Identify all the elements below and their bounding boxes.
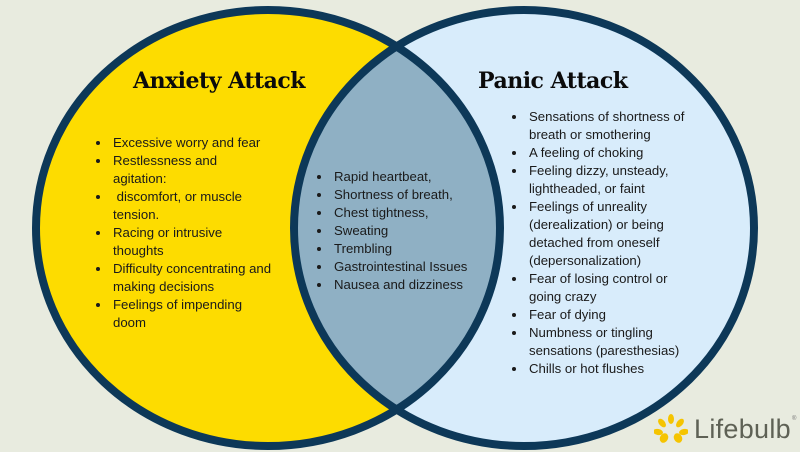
- list-item: discomfort, or muscle tension.: [111, 188, 283, 224]
- shared-list: Rapid heartbeat, Shortness of breath, Ch…: [316, 168, 512, 294]
- anxiety-list: Excessive worry and fear Restlessness an…: [95, 134, 301, 332]
- anxiety-circle-outline: [32, 6, 504, 450]
- list-item: Feelings of impending doom: [111, 296, 273, 332]
- panic-title: Panic Attack: [478, 68, 628, 94]
- list-item: Fear of dying: [527, 306, 717, 324]
- registered-mark: ®: [792, 416, 797, 422]
- anxiety-title: Anxiety Attack: [133, 68, 306, 94]
- list-item: Numbness or tingling sensations (paresth…: [527, 324, 717, 360]
- list-item: Chest tightness,: [332, 204, 512, 222]
- list-item: Difficulty concentrating and making deci…: [111, 260, 283, 296]
- list-item: Feelings of unreality (derealization) or…: [527, 198, 699, 270]
- list-item: Rapid heartbeat,: [332, 168, 512, 186]
- list-item: Racing or intrusive thoughts: [111, 224, 253, 260]
- panic-circle-outline: [290, 6, 758, 450]
- list-item: Feeling dizzy, unsteady, lightheaded, or…: [527, 162, 699, 198]
- list-item: Chills or hot flushes: [527, 360, 717, 378]
- list-item: Sweating: [332, 222, 512, 240]
- list-item: Excessive worry and fear: [111, 134, 301, 152]
- list-item: Gastrointestinal Issues: [332, 258, 512, 276]
- list-item: Restlessness and agitation:: [111, 152, 253, 188]
- list-item: Nausea and dizziness: [332, 276, 512, 294]
- list-item: Sensations of shortness of breath or smo…: [527, 108, 717, 144]
- list-item: Shortness of breath,: [332, 186, 512, 204]
- list-item: A feeling of choking: [527, 144, 717, 162]
- list-item: Trembling: [332, 240, 512, 258]
- sun-bulb-icon: [654, 414, 688, 443]
- lifebulb-logo: Lifebulb: [654, 414, 791, 444]
- overlap-region: [294, 10, 500, 446]
- list-item: Fear of losing control or going crazy: [527, 270, 699, 306]
- panic-list: Sensations of shortness of breath or smo…: [511, 108, 717, 378]
- logo-text: Lifebulb: [694, 414, 791, 444]
